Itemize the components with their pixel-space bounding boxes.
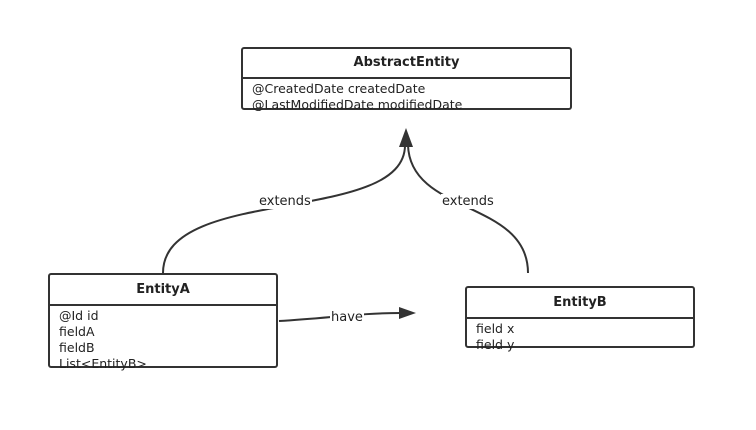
edge-entityb-extends-abstractentity[interactable]: [407, 144, 529, 274]
generalization-arrowhead: [399, 128, 413, 147]
edge-entitya-extends-abstractentity[interactable]: [162, 144, 406, 274]
attribute: @LastModifiedDate modifiedDate: [252, 97, 463, 112]
attribute-list: @Id id fieldA fieldB List<EntityB>: [50, 306, 276, 372]
class-entity-a[interactable]: EntityA @Id id fieldA fieldB List<Entity…: [48, 273, 278, 371]
attribute: fieldB: [59, 340, 95, 355]
association-arrowhead: [399, 307, 416, 319]
attribute: fieldA: [59, 324, 95, 339]
attribute: field x: [476, 321, 515, 336]
attribute-list: @CreatedDate createdDate @LastModifiedDa…: [243, 79, 570, 113]
class-name: AbstractEntity: [243, 49, 570, 79]
class-entity-b[interactable]: EntityB field x field y: [465, 286, 695, 352]
edge-label-have: have: [330, 310, 364, 325]
class-abstract-entity[interactable]: AbstractEntity @CreatedDate createdDate …: [241, 47, 572, 113]
attribute: @CreatedDate createdDate: [252, 81, 426, 96]
attribute-list: field x field y: [467, 319, 693, 353]
edge-label-entitya-extends: extends: [258, 194, 312, 209]
attribute: @Id id: [59, 308, 99, 323]
attribute: field y: [476, 337, 515, 352]
class-name: EntityA: [50, 275, 276, 306]
attribute: List<EntityB>: [59, 356, 147, 371]
edge-label-entityb-extends: extends: [441, 194, 495, 209]
class-name: EntityB: [467, 288, 693, 319]
